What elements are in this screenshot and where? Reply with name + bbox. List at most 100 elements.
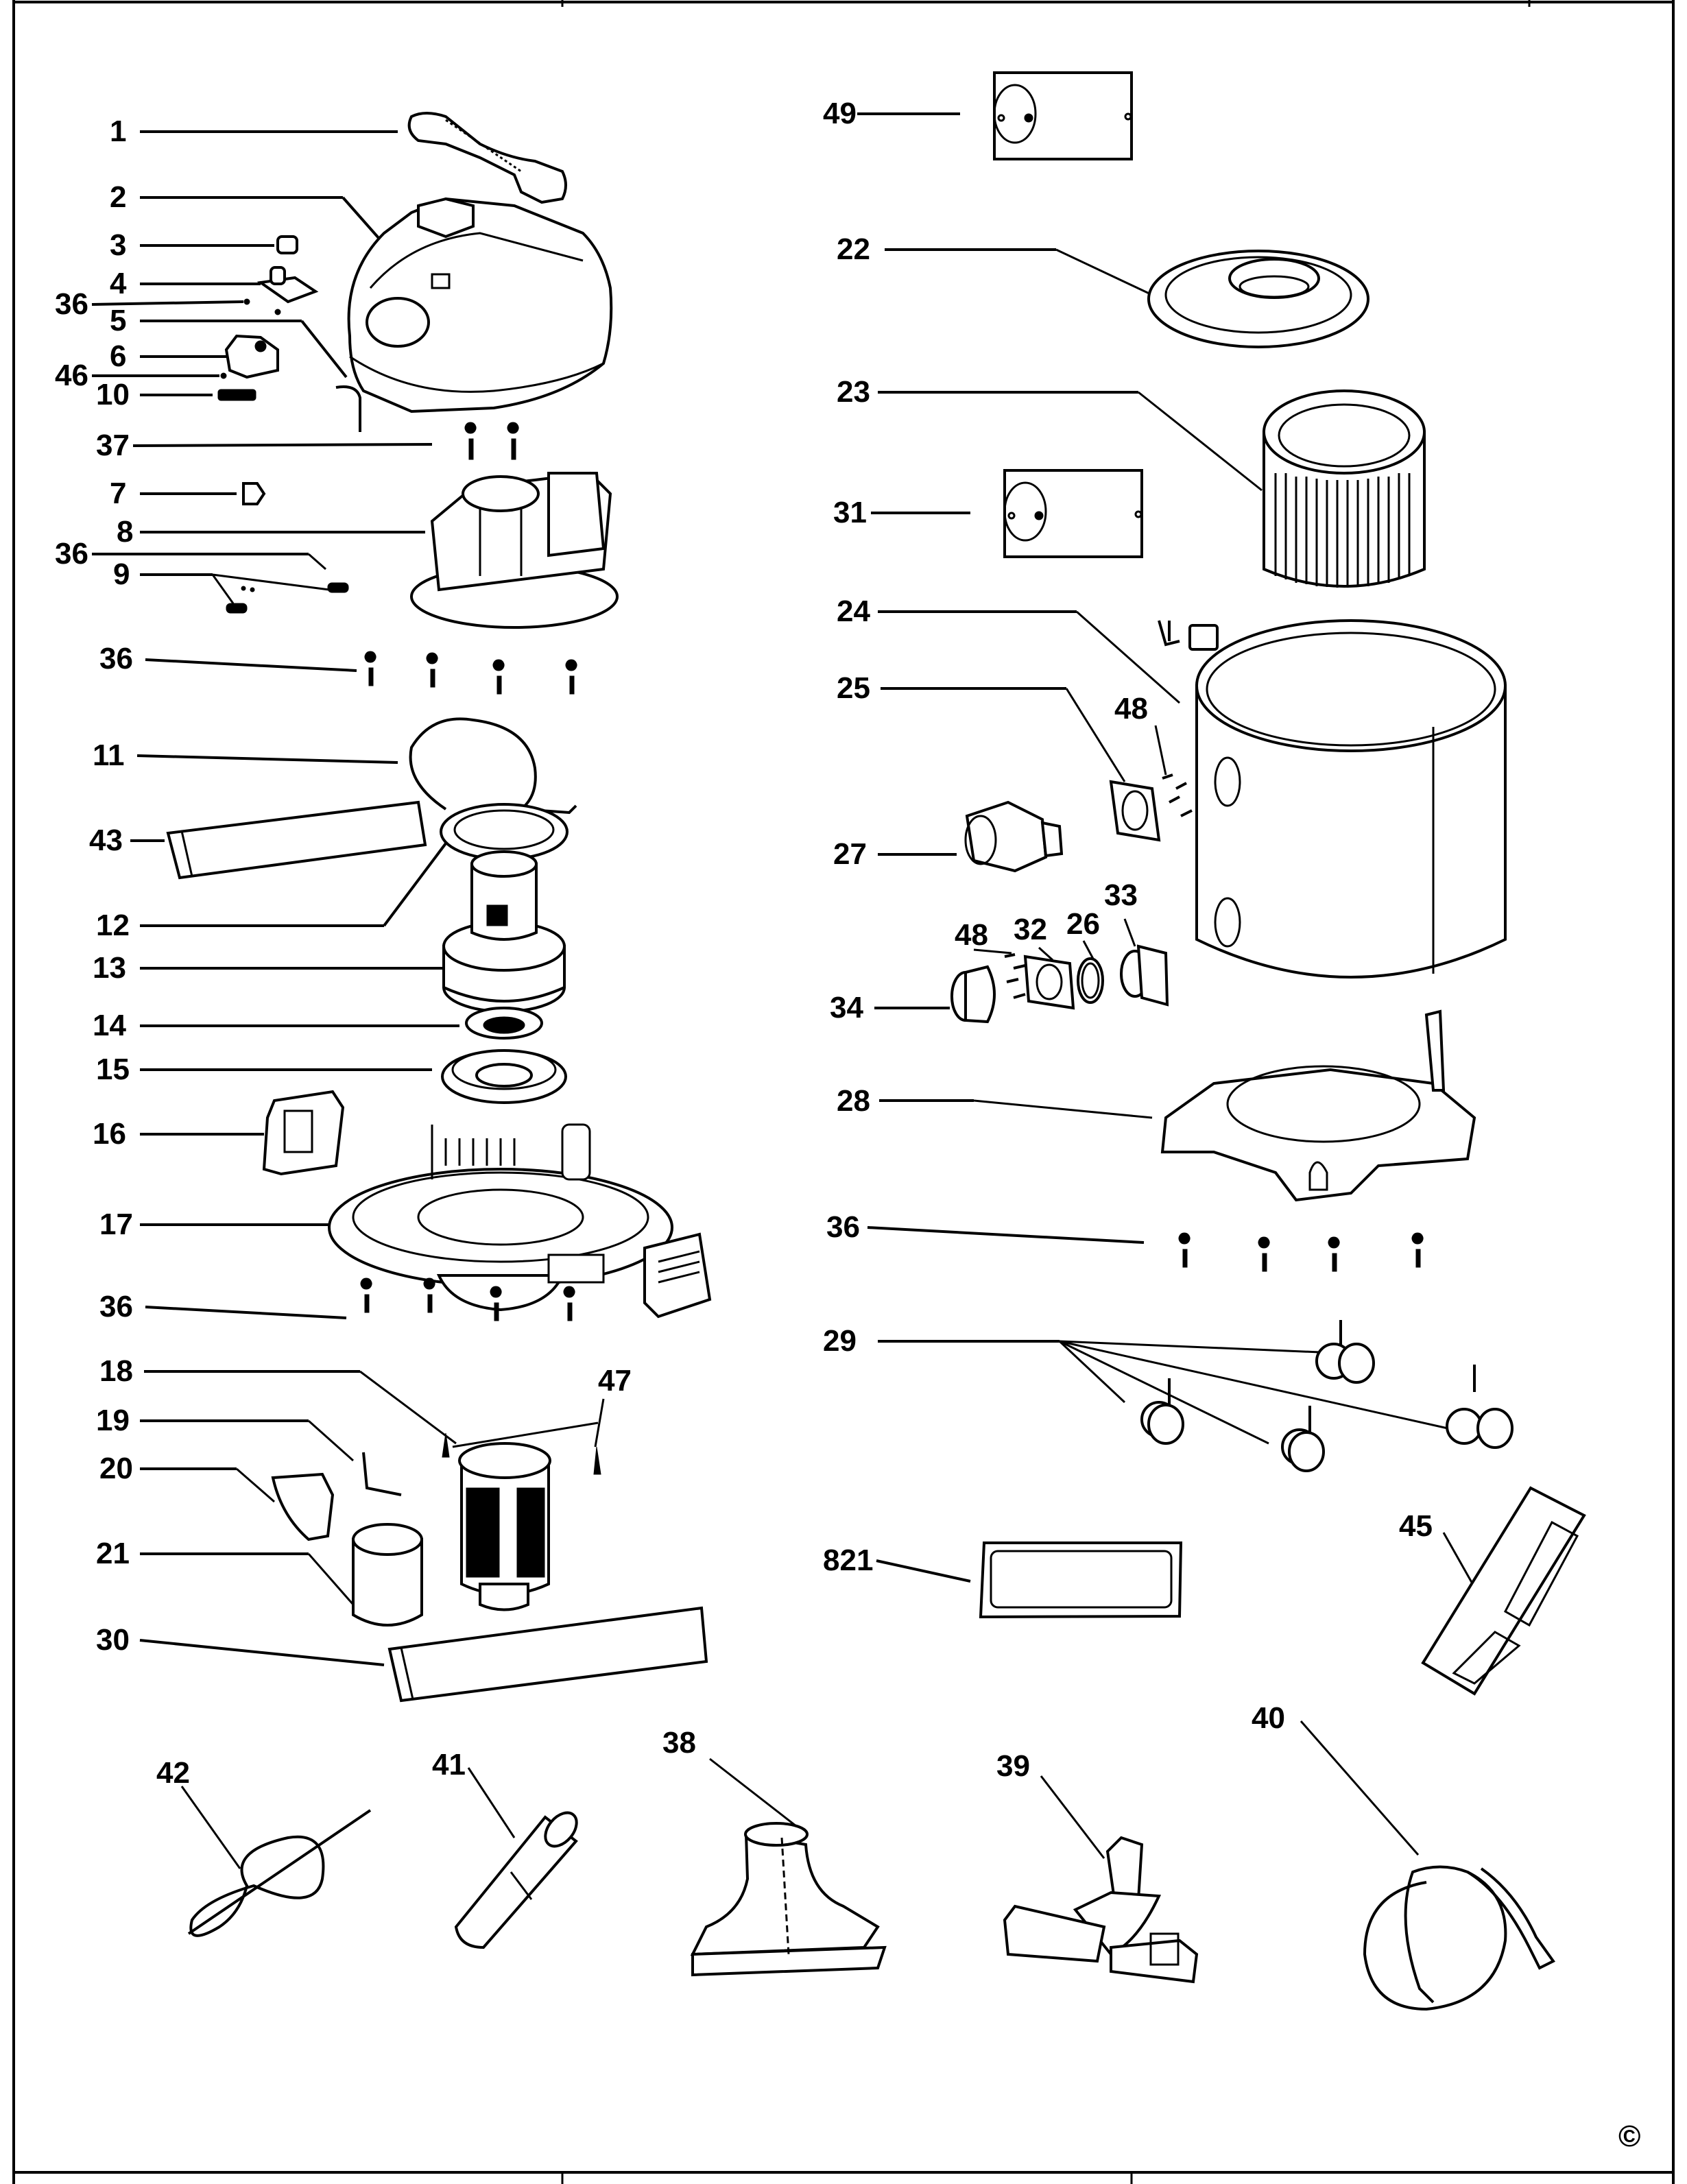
part-26-o-ring: 26 [1066, 907, 1104, 1004]
part-30-label: 30 [96, 1606, 708, 1703]
label-42: 42 [156, 1756, 190, 1790]
part-46-screw: 46 [55, 359, 227, 392]
part-22-filter-cover: 22 [837, 232, 1369, 348]
label-821: 821 [823, 1544, 873, 1577]
label-16: 16 [93, 1117, 126, 1151]
label-28: 28 [837, 1084, 870, 1118]
label-39: 39 [996, 1749, 1030, 1783]
label-36e: 36 [826, 1210, 860, 1244]
part-36-screws-c: 36 [99, 642, 577, 695]
label-36a: 36 [55, 287, 88, 321]
part-3-switch-knob: 3 [110, 228, 298, 262]
label-38: 38 [662, 1726, 696, 1760]
part-36-screws-d: 36 [99, 1277, 575, 1323]
part-39-floor-nozzle: 39 [996, 1749, 1199, 1984]
caster-wheel [1281, 1406, 1325, 1472]
part-4-switch-plate: 4 [110, 266, 319, 304]
part-10-spring: 10 [96, 378, 256, 411]
part-1-handle: 1 [110, 112, 567, 204]
label-25: 25 [837, 671, 870, 705]
page-frame [12, 0, 1675, 2184]
label-49: 49 [823, 97, 857, 130]
part-36-screws-e: 36 [826, 1210, 1424, 1272]
label-15: 15 [96, 1053, 130, 1086]
label-5: 5 [110, 304, 126, 337]
label-20: 20 [99, 1452, 133, 1485]
part-27-inlet-adaptor: 27 [833, 800, 1064, 873]
label-45: 45 [1399, 1509, 1433, 1543]
label-33: 33 [1104, 878, 1138, 912]
part-43-label: 43 [89, 800, 427, 880]
label-9: 9 [113, 557, 130, 591]
label-10: 10 [96, 378, 130, 411]
part-17-base: 17 [99, 1123, 712, 1319]
part-34-drain-cap: 34 [830, 965, 996, 1024]
part-821-rating-plate: 821 [823, 1541, 1183, 1619]
part-15-motor-seal: 15 [96, 1049, 567, 1104]
label-1: 1 [110, 115, 126, 148]
label-24: 24 [837, 595, 870, 628]
part-7-cable-clamp: 7 [110, 477, 266, 510]
part-25-inlet-plate: 25 [837, 671, 1161, 842]
filter-pleats [1274, 473, 1411, 588]
label-30: 30 [96, 1623, 130, 1657]
label-14: 14 [93, 1009, 126, 1042]
label-43: 43 [89, 824, 123, 857]
label-18: 18 [99, 1354, 133, 1388]
label-7: 7 [110, 477, 126, 510]
part-24-tank: 24 [837, 595, 1507, 979]
part-48-screws-b: 48 [955, 918, 1026, 999]
label-4: 4 [110, 267, 127, 300]
part-32-gasket-plate: 32 [1014, 913, 1075, 1010]
label-11: 11 [93, 739, 125, 772]
label-47: 47 [598, 1364, 632, 1397]
part-2-top-cover: 2 [110, 180, 613, 413]
part-47-screws: 47 [442, 1364, 632, 1475]
part-41-crevice-tool: 41 [432, 1748, 578, 1949]
part-6-switch: 6 [110, 334, 279, 379]
part-37-screws: 37 [96, 422, 519, 462]
label-23: 23 [837, 375, 870, 409]
label-3: 3 [110, 228, 126, 262]
part-42-cable-tie: 42 [156, 1756, 372, 1937]
label-26: 26 [1066, 907, 1100, 941]
label-36d: 36 [99, 1290, 133, 1323]
part-31-label: 31 [833, 469, 1143, 558]
label-21: 21 [96, 1537, 130, 1570]
part-49-label: 49 [823, 71, 1133, 160]
part-20-float-valve: 20 [99, 1452, 335, 1541]
label-31: 31 [833, 496, 867, 529]
label-48a: 48 [1114, 692, 1148, 725]
label-8: 8 [117, 515, 133, 549]
label-46: 46 [55, 359, 88, 392]
label-34: 34 [830, 991, 863, 1024]
part-33-drain-fitting: 33 [1104, 878, 1169, 1007]
label-37: 37 [96, 429, 130, 462]
label-17: 17 [99, 1208, 133, 1241]
label-22: 22 [837, 232, 870, 266]
part-9-clamp: 9 [113, 557, 349, 614]
part-45-label: 45 [1399, 1486, 1586, 1696]
part-29-casters: 29 [823, 1320, 1513, 1472]
caster-wheel [1315, 1320, 1375, 1384]
label-41: 41 [432, 1748, 466, 1781]
label-13: 13 [93, 951, 126, 985]
label-48b: 48 [955, 918, 988, 952]
label-2: 2 [110, 180, 126, 214]
caster-wheel [1446, 1365, 1513, 1449]
part-36-screw-b: 36 [55, 537, 326, 571]
copyright-symbol: © [1618, 2120, 1640, 2153]
label-32: 32 [1014, 913, 1047, 946]
label-12: 12 [96, 909, 130, 942]
part-5-hook: 5 [110, 304, 361, 432]
part-40-hose: 40 [1252, 1701, 1555, 2011]
label-27: 27 [833, 837, 867, 871]
part-14-seal: 14 [93, 1007, 543, 1042]
part-38-utility-nozzle: 38 [662, 1726, 887, 1977]
part-48-screws-a: 48 [1114, 692, 1193, 817]
part-19-rod: 19 [96, 1404, 402, 1496]
label-6: 6 [110, 339, 126, 373]
part-23-cartridge-filter: 23 [837, 375, 1426, 588]
part-16-latch: 16 [93, 1090, 345, 1176]
